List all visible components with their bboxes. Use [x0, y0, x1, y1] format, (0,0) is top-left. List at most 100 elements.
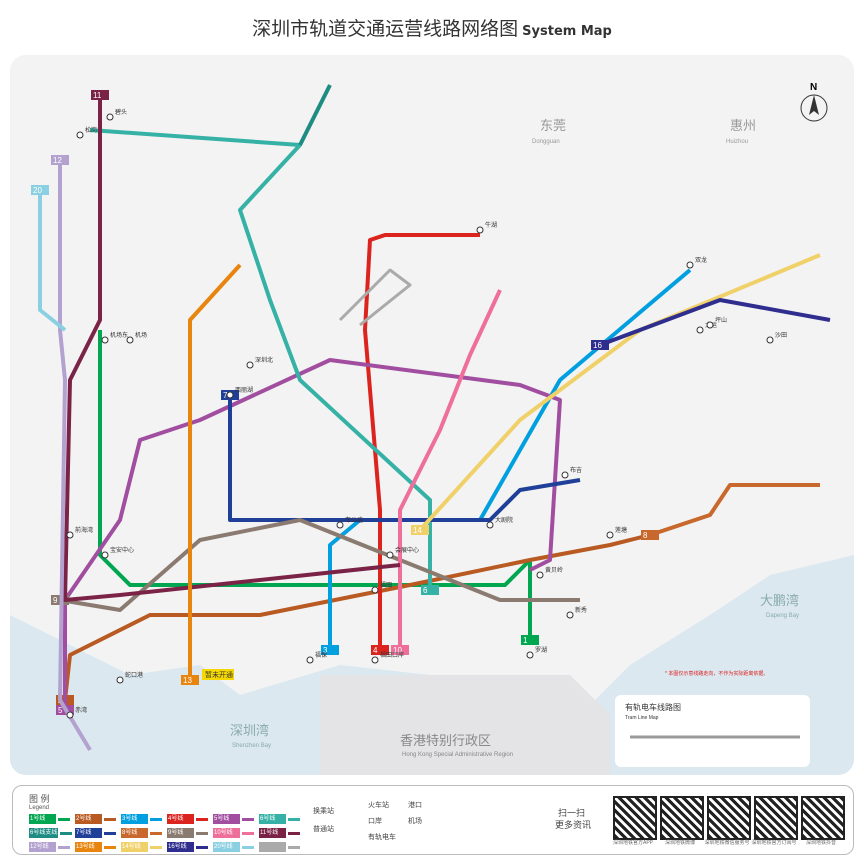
line-badge-8[interactable]	[641, 530, 659, 540]
station-marker[interactable]	[226, 391, 234, 399]
station-marker[interactable]	[696, 326, 704, 334]
line-badge-4[interactable]	[371, 645, 389, 655]
metro-line-1[interactable]	[98, 330, 532, 640]
legend-line-14: 14号线	[121, 842, 164, 852]
station-label[interactable]: 布吉	[570, 466, 582, 474]
line-badge-13[interactable]	[181, 675, 199, 685]
station-marker[interactable]	[106, 113, 114, 121]
metro-line-2[interactable]	[63, 533, 651, 701]
station-marker[interactable]	[561, 471, 569, 479]
metro-line-9[interactable]	[59, 518, 580, 612]
station-label[interactable]: 蛇口港	[125, 671, 143, 679]
qr-code[interactable]	[707, 796, 751, 840]
hong-kong-area	[320, 675, 610, 775]
metro-line-14[interactable]	[418, 253, 821, 532]
station-marker[interactable]	[686, 261, 694, 269]
legend-line-badge: 11号线	[259, 828, 286, 838]
station-label[interactable]: 碧头	[115, 108, 127, 116]
metro-line-tram[interactable]	[338, 268, 412, 327]
station-label[interactable]: 深圳北	[255, 356, 273, 364]
metro-line-20[interactable]	[38, 190, 67, 332]
qr-code[interactable]	[613, 796, 657, 840]
legend-line-swatch	[288, 845, 300, 849]
metro-map: 有轨电车线路图 Tram Line Map 东莞 Dongguan 惠州 Hui…	[10, 55, 854, 775]
line-badge-20[interactable]	[31, 185, 49, 195]
legend-line-swatch	[150, 845, 162, 849]
region-dongguan-en: Dongguan	[532, 139, 560, 145]
metro-line-10[interactable]	[398, 289, 502, 650]
metro-line-8[interactable]	[649, 483, 820, 537]
station-label[interactable]: 松岗	[85, 126, 97, 134]
station-marker[interactable]	[101, 336, 109, 344]
station-marker[interactable]	[536, 571, 544, 579]
station-label[interactable]: 宝安中心	[110, 546, 134, 554]
station-label[interactable]: 机场东	[110, 331, 128, 339]
legend-line-6: 6号线	[259, 814, 302, 824]
metro-line-11[interactable]	[63, 95, 401, 602]
station-label[interactable]: 坪山	[715, 316, 727, 324]
station-label[interactable]: 沙田	[775, 332, 787, 339]
line-badge-12[interactable]	[51, 155, 69, 165]
line-badge-1[interactable]	[521, 635, 539, 645]
station-label[interactable]: 赤湾	[75, 706, 87, 714]
station-marker[interactable]	[66, 711, 74, 719]
metro-line-13[interactable]	[188, 263, 242, 680]
metro-line-5[interactable]	[63, 358, 562, 710]
station-label[interactable]: 黄贝岭	[545, 566, 563, 574]
station-label[interactable]: 福保	[315, 651, 327, 659]
station-marker[interactable]	[476, 226, 484, 234]
line-badge-6[interactable]	[421, 585, 439, 595]
qr-code[interactable]	[660, 796, 704, 840]
station-label[interactable]: 会展中心	[395, 546, 419, 554]
line-badge-number: 1	[523, 636, 528, 645]
station-marker[interactable]	[76, 131, 84, 139]
station-label[interactable]: 牛湖	[485, 221, 497, 229]
legend-line-badge: 1号线	[29, 814, 56, 824]
qr-label: 深圳地铁微博	[664, 840, 695, 846]
line-badge-16[interactable]	[591, 340, 609, 350]
station-label[interactable]: 新秀	[575, 606, 587, 614]
station-label[interactable]: 前海湾	[75, 526, 93, 534]
station-label[interactable]: 机场	[135, 331, 147, 339]
station-label[interactable]: 双龙	[695, 256, 707, 264]
metro-line-7[interactable]	[228, 395, 581, 522]
station-marker[interactable]	[566, 611, 574, 619]
station-label[interactable]: 福田	[380, 581, 392, 589]
station-label[interactable]: 车公庙	[345, 516, 363, 524]
line-badge-number: 8	[643, 531, 648, 540]
legend-normal: 普通站	[313, 826, 334, 833]
line-badge-number: 4	[373, 646, 378, 655]
station-marker[interactable]	[126, 336, 134, 344]
metro-line-16[interactable]	[599, 298, 831, 347]
station-marker[interactable]	[246, 361, 254, 369]
station-marker[interactable]	[386, 551, 394, 559]
station-marker[interactable]	[336, 521, 344, 529]
station-marker[interactable]	[706, 321, 714, 329]
metro-line-4[interactable]	[363, 233, 480, 650]
station-marker[interactable]	[371, 586, 379, 594]
station-marker[interactable]	[116, 676, 124, 684]
line-badge-number: 10	[393, 646, 402, 655]
station-marker[interactable]	[766, 336, 774, 344]
station-marker[interactable]	[306, 656, 314, 664]
station-label[interactable]: 大剧院	[495, 516, 513, 524]
qr-code[interactable]	[754, 796, 798, 840]
line-badge-11[interactable]	[91, 90, 109, 100]
metro-line-6b[interactable]	[298, 84, 332, 146]
station-label[interactable]: 罗湖	[535, 646, 547, 654]
station-marker[interactable]	[606, 531, 614, 539]
station-marker[interactable]	[101, 551, 109, 559]
station-marker[interactable]	[526, 651, 534, 659]
station-label[interactable]: 莲塘	[615, 526, 627, 534]
station-marker[interactable]	[486, 521, 494, 529]
station-marker[interactable]	[371, 656, 379, 664]
station-label[interactable]: 福田口岸	[380, 651, 404, 659]
line-badge-3[interactable]	[321, 645, 339, 655]
station-marker[interactable]	[66, 531, 74, 539]
line-badge-10[interactable]	[391, 645, 409, 655]
line-badge-14[interactable]	[411, 525, 429, 535]
station-label[interactable]: 西丽湖	[235, 386, 253, 394]
legend-line-badge	[259, 842, 286, 852]
qr-code[interactable]	[801, 796, 845, 840]
